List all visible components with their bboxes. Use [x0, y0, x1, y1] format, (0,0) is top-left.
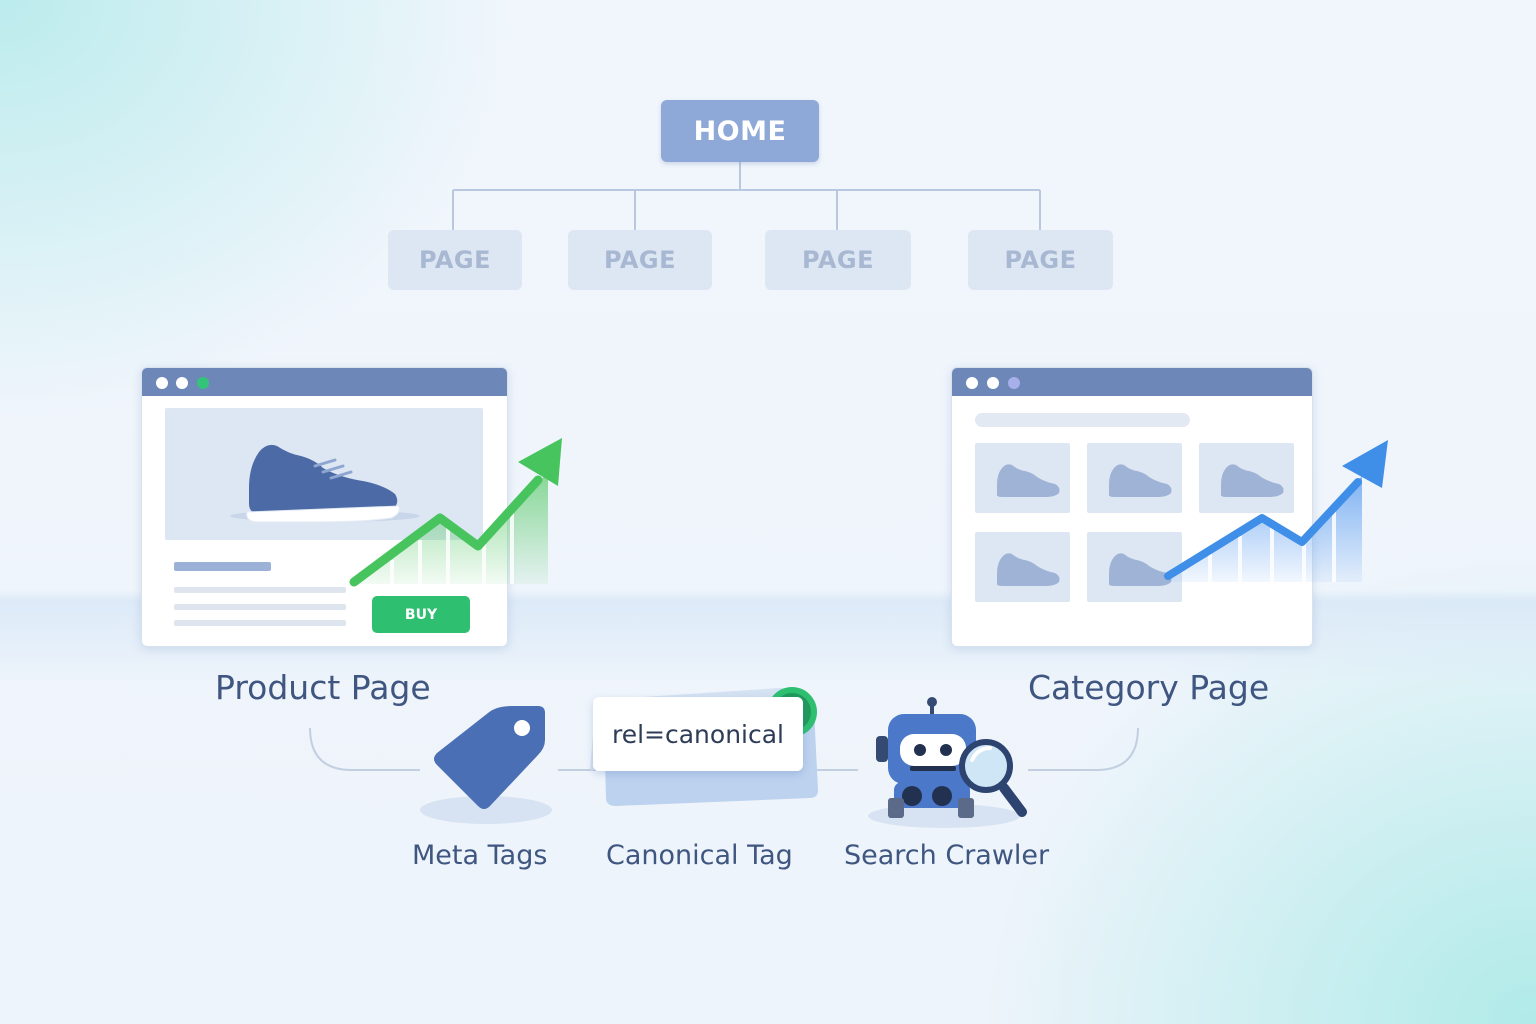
- product-thumbnail[interactable]: [1087, 532, 1182, 602]
- product-image-area: [165, 408, 483, 540]
- window-dot: [156, 377, 168, 389]
- magnifier-icon: [959, 739, 1027, 817]
- page-node-4[interactable]: PAGE: [968, 230, 1113, 290]
- window-dot: [987, 377, 999, 389]
- product-thumbnail[interactable]: [975, 532, 1070, 602]
- window-dot: [176, 377, 188, 389]
- category-page-window: [951, 367, 1313, 647]
- window-titlebar: [952, 368, 1312, 396]
- shoe-icon: [1221, 464, 1284, 497]
- window-dot-green: [197, 377, 209, 389]
- canonical-tag-box[interactable]: rel=canonical: [593, 697, 803, 771]
- home-node[interactable]: HOME: [661, 100, 819, 162]
- product-thumbnail[interactable]: [975, 443, 1070, 513]
- window-dot-purple: [1008, 377, 1020, 389]
- page-node-2[interactable]: PAGE: [568, 230, 712, 290]
- buy-button[interactable]: BUY: [372, 596, 470, 633]
- shoe-icon: [997, 553, 1060, 586]
- product-thumbnail[interactable]: [1199, 443, 1294, 513]
- product-page-label: Product Page: [215, 668, 431, 707]
- product-page-window: BUY: [141, 367, 508, 647]
- growth-arrow-icon: [349, 438, 562, 587]
- page-node-1[interactable]: PAGE: [388, 230, 522, 290]
- search-crawler-label: Search Crawler: [844, 840, 1050, 871]
- page-node-3[interactable]: PAGE: [765, 230, 911, 290]
- shoe-icon: [1109, 464, 1172, 497]
- canonical-tag-label: Canonical Tag: [606, 840, 793, 871]
- meta-tags-label: Meta Tags: [412, 840, 548, 871]
- category-page-label: Category Page: [1028, 668, 1270, 707]
- text-line: [174, 604, 346, 610]
- shoe-icon: [230, 444, 420, 523]
- text-line: [174, 620, 346, 626]
- window-titlebar: [142, 368, 507, 396]
- shoe-icon: [1109, 553, 1172, 586]
- product-thumbnail[interactable]: [1087, 443, 1182, 513]
- category-header-line: [975, 413, 1190, 427]
- shoe-icon: [997, 464, 1060, 497]
- window-dot: [966, 377, 978, 389]
- text-line: [174, 587, 346, 593]
- growth-arrow-icon: [1164, 440, 1388, 582]
- product-title-line: [174, 562, 271, 571]
